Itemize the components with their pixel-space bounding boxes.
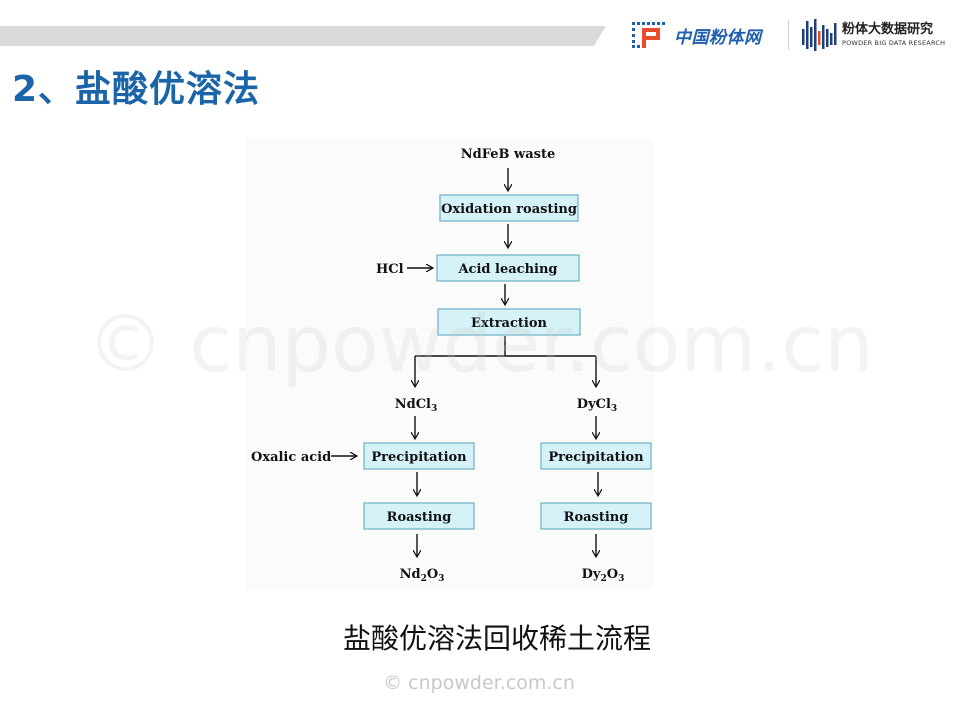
roast-left-label: Roasting (387, 510, 452, 525)
precip-right-box (540, 442, 652, 470)
oxalic-acid-label: Oxalic acid (251, 450, 331, 465)
oxidation-box (439, 194, 579, 222)
logo2-english-text: POWDER BIG DATA RESEARCH (842, 39, 946, 47)
roast-left-box (363, 502, 475, 530)
acid-leaching-label: Acid leaching (457, 262, 557, 277)
logo2-chinese-text: 粉体大数据研究 (842, 22, 934, 37)
figure-caption: 盐酸优溶法回收稀土流程 (342, 622, 651, 655)
cnpowder-logo-icon (632, 22, 665, 48)
roast-right-label: Roasting (564, 510, 629, 525)
flowchart-svg: NdFeB waste Oxidation roasting HCl Acid … (251, 147, 652, 584)
hcl-label: HCl (376, 262, 404, 277)
precip-right-label: Precipitation (548, 450, 644, 465)
page-title: 2、盐酸优溶法 (12, 69, 261, 110)
start-label: NdFeB waste (461, 147, 556, 162)
oxidation-label: Oxidation roasting (441, 202, 577, 217)
dycl3-label: DyCl3 (577, 397, 617, 414)
bar-chart-icon (802, 19, 837, 51)
powder-big-data-logo[interactable]: 粉体大数据研究 POWDER BIG DATA RESEARCH (800, 16, 945, 54)
nd2o3-label: Nd2O3 (400, 567, 445, 584)
ndcl3-label: NdCl3 (395, 397, 438, 414)
header-bar (0, 26, 606, 46)
cnpowder-logo[interactable]: 中国粉体网 (630, 18, 762, 52)
logo-divider (788, 20, 789, 50)
extraction-label: Extraction (471, 316, 547, 331)
flowchart-figure: NdFeB waste Oxidation roasting HCl Acid … (246, 138, 654, 590)
acid-leaching-box (436, 254, 580, 282)
dy2o3-label: Dy2O3 (582, 567, 625, 584)
cnpowder-logo-text: 中国粉体网 (674, 27, 762, 48)
extraction-box (437, 308, 581, 336)
precip-left-label: Precipitation (371, 450, 467, 465)
footer-watermark: © cnpowder.com.cn (383, 672, 575, 694)
roast-right-box (540, 502, 652, 530)
precip-left-box (363, 442, 475, 470)
